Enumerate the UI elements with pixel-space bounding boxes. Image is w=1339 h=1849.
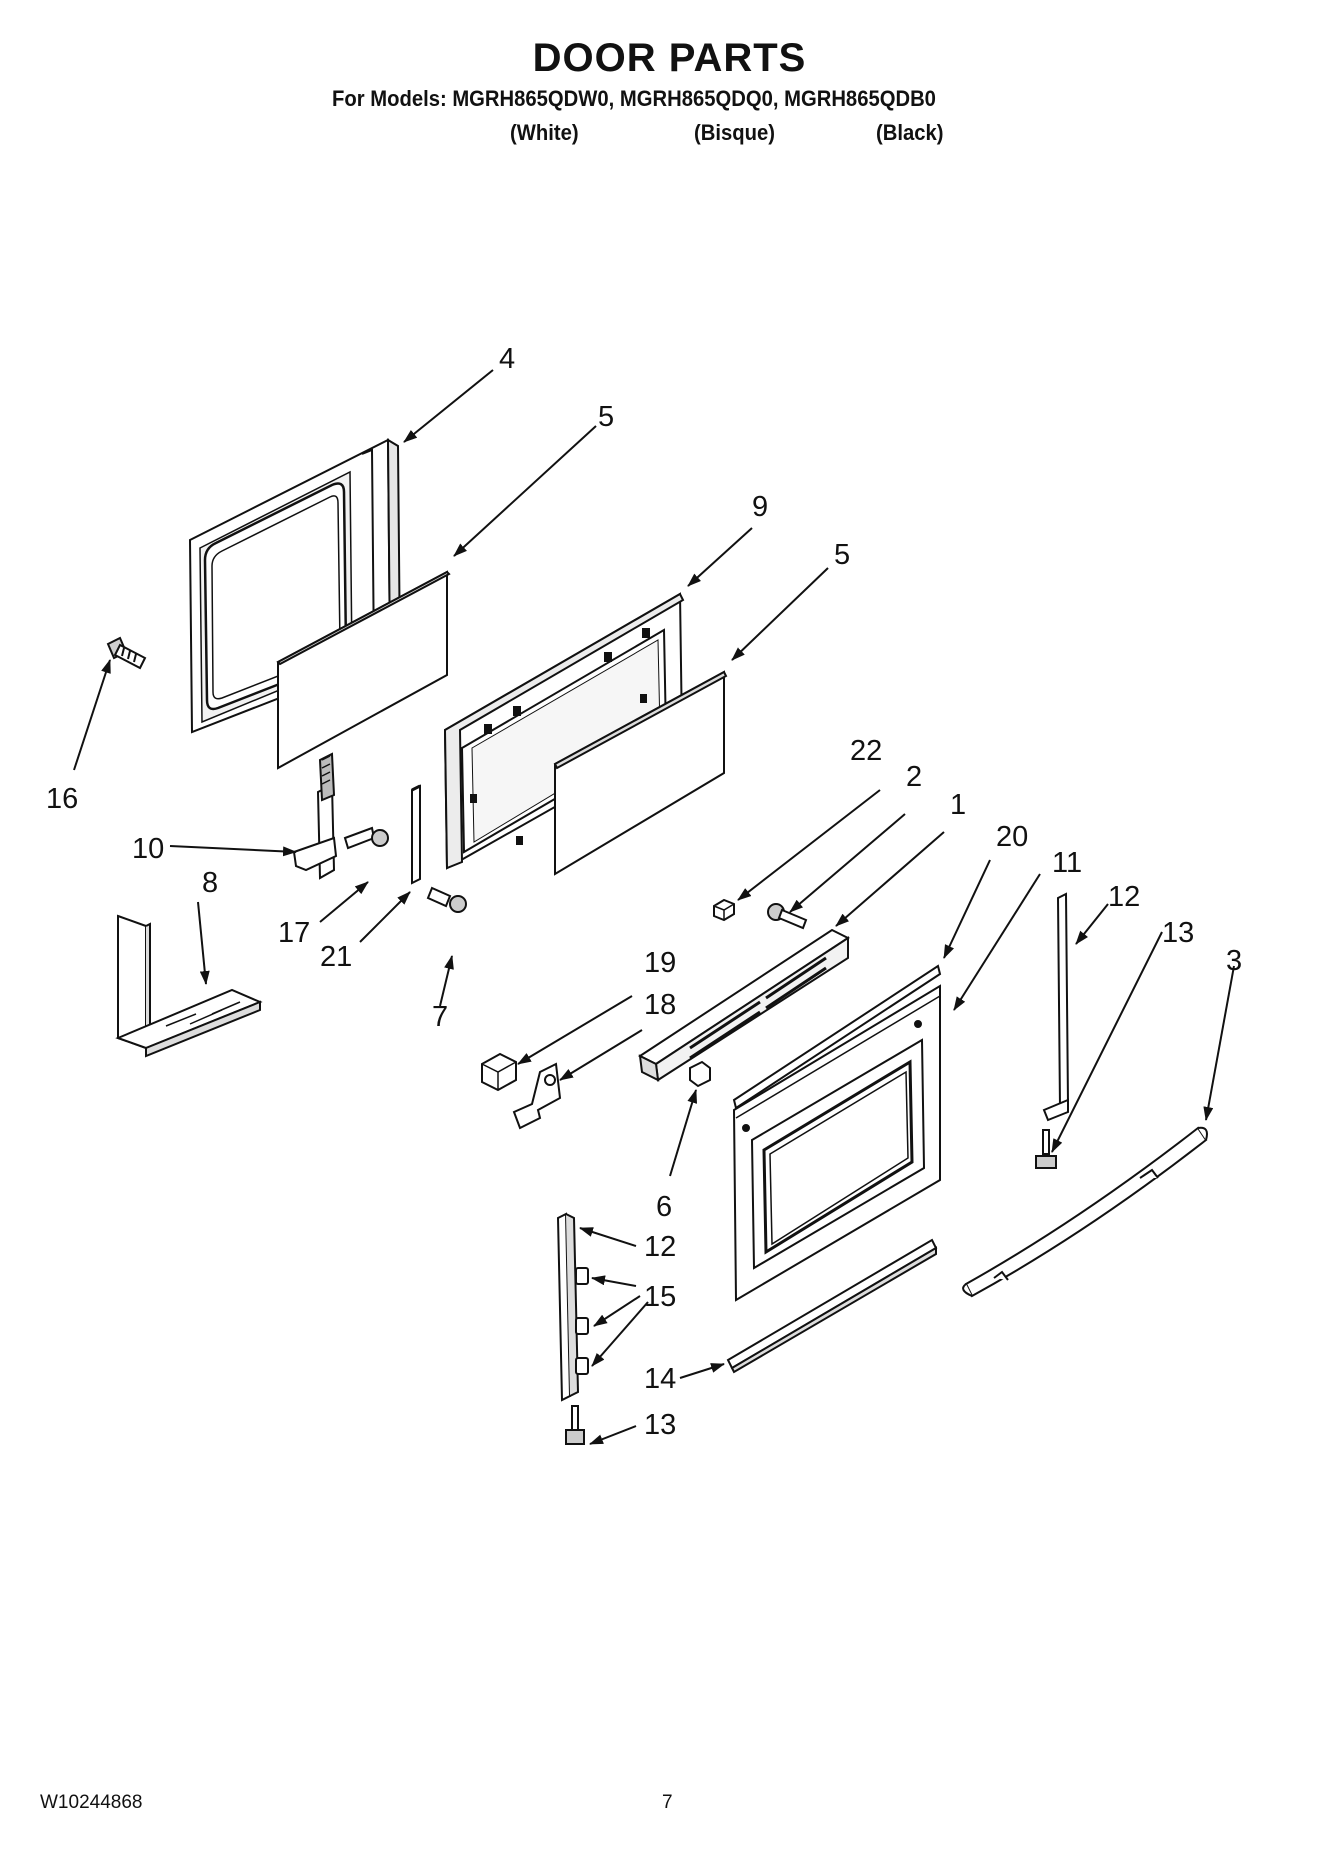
screw-part-13-right <box>1035 1129 1057 1169</box>
callout-9: 9 <box>752 491 768 523</box>
callout-13-right: 13 <box>1162 917 1194 949</box>
callout-2: 2 <box>906 761 922 793</box>
callout-10: 10 <box>132 833 164 865</box>
color-white: (White) <box>510 120 579 145</box>
door-gasket-part <box>115 914 263 1058</box>
callout-8: 8 <box>202 867 218 899</box>
callout-18: 18 <box>644 989 676 1021</box>
side-trim-left-part <box>556 1212 589 1402</box>
callout-6: 6 <box>656 1191 672 1223</box>
callout-1: 1 <box>950 789 966 821</box>
callout-4: 4 <box>499 343 515 375</box>
hinge-part <box>292 752 338 880</box>
top-strip-part <box>732 964 942 1110</box>
callout-19: 19 <box>644 947 676 979</box>
callout-13-left: 13 <box>644 1409 676 1441</box>
model-list: For Models: MGRH865QDW0, MGRH865QDQ0, MG… <box>332 86 936 111</box>
callout-12-right: 12 <box>1108 881 1140 913</box>
callout-5-lower: 5 <box>834 539 850 571</box>
block-part-19 <box>481 1052 517 1092</box>
screw-part-7 <box>426 886 467 913</box>
callout-17: 17 <box>278 917 310 949</box>
callout-15: 15 <box>644 1281 676 1313</box>
vent-trim-part <box>637 928 851 1082</box>
color-black: (Black) <box>876 120 944 145</box>
middle-glass-part <box>553 670 728 876</box>
side-strip-part <box>411 784 421 885</box>
callout-16: 16 <box>46 783 78 815</box>
bracket-part-18 <box>512 1062 562 1130</box>
callout-22: 22 <box>850 735 882 767</box>
side-trim-right-part <box>1042 892 1070 1122</box>
nut-part <box>713 898 735 922</box>
callout-5-upper: 5 <box>598 401 614 433</box>
callout-20: 20 <box>996 821 1028 853</box>
bottom-strip-part <box>726 1238 938 1374</box>
door-frame-part <box>443 592 685 870</box>
callout-21: 21 <box>320 941 352 973</box>
screw-part-13-left <box>565 1405 585 1445</box>
inner-glass-part <box>276 570 451 770</box>
page-title: DOOR PARTS <box>532 36 807 80</box>
leader-arrows <box>73 369 1235 1445</box>
color-bisque: (Bisque) <box>694 120 775 145</box>
page-number: 7 <box>662 1792 673 1813</box>
screw-part-16 <box>106 636 147 670</box>
callout-14: 14 <box>644 1363 676 1395</box>
clip-part-6 <box>689 1060 711 1088</box>
callout-11: 11 <box>1052 847 1082 879</box>
outer-door-panel-part <box>732 984 941 1302</box>
document-number: W10244868 <box>40 1792 143 1813</box>
callout-12-left: 12 <box>644 1231 676 1263</box>
callout-3: 3 <box>1226 945 1242 977</box>
screw-part-2 <box>767 903 808 930</box>
callout-7: 7 <box>432 1001 448 1033</box>
door-handle-part <box>962 1126 1208 1298</box>
callout-numbers: 4 5 9 5 16 10 8 17 21 7 22 2 1 20 11 12 … <box>46 343 1242 1441</box>
screw-part-17 <box>343 826 389 850</box>
